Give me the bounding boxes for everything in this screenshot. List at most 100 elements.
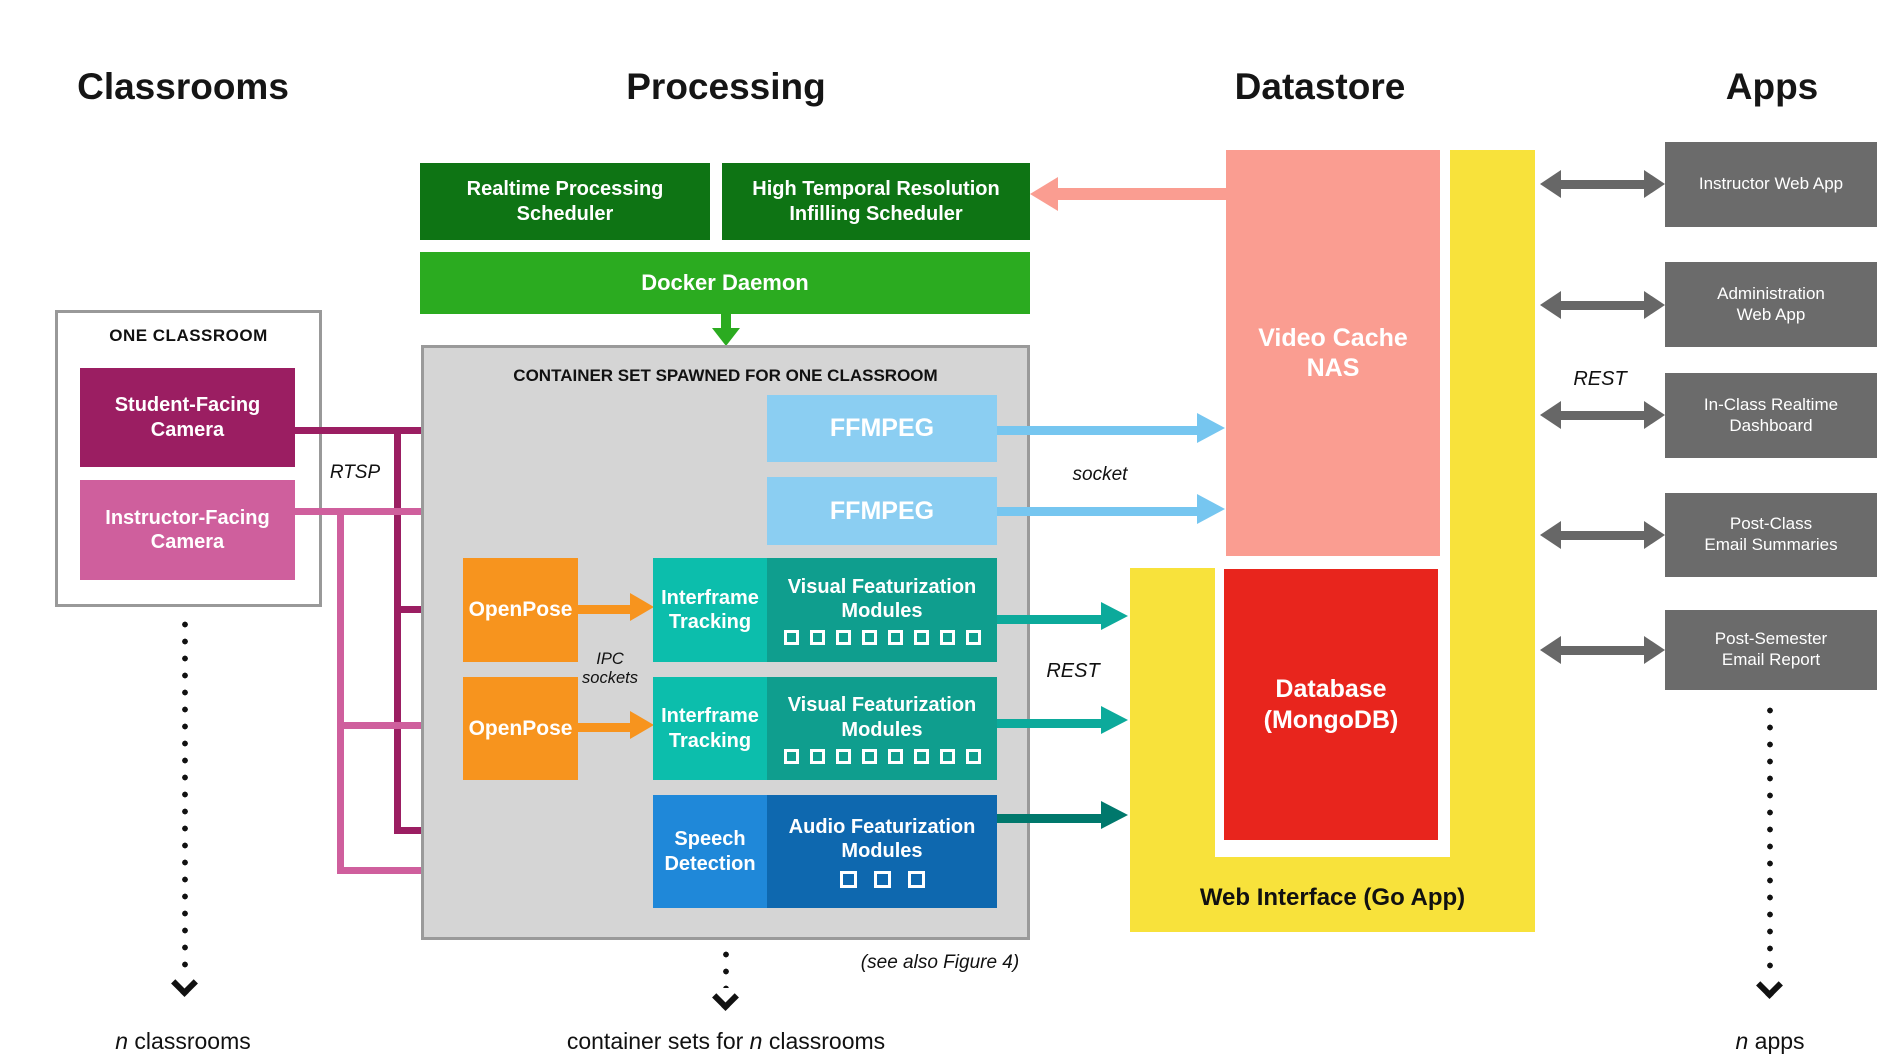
app-link-left-arrowhead-icon xyxy=(1540,401,1561,429)
visual-bottom-rest-arrowhead-icon xyxy=(1101,706,1128,734)
module-slot-icon xyxy=(913,630,929,646)
app-link-line-5 xyxy=(1560,646,1644,655)
app-link-right-arrowhead-icon xyxy=(1644,291,1665,319)
module-slot-icon xyxy=(887,630,903,646)
module-slot-icon xyxy=(861,630,877,646)
interframe-tracking-top-box: Interframe Tracking xyxy=(653,558,767,662)
container-set-caption: CONTAINER SET SPAWNED FOR ONE CLASSROOM xyxy=(513,366,938,385)
nas-to-scheduler-line xyxy=(1056,188,1226,200)
one-classroom-label: ONE CLASSROOM xyxy=(109,326,268,345)
video-cache-nas-box: Video Cache NAS xyxy=(1226,150,1440,556)
ffmpeg-top-socket-arrowhead-icon xyxy=(1197,413,1225,443)
in-class-dashboard-box: In-Class Realtime Dashboard xyxy=(1665,373,1877,458)
container-sets-post: classrooms xyxy=(762,1028,886,1054)
audio-featurization-box: Audio Featurization Modules xyxy=(767,795,997,908)
realtime-scheduler-box: Realtime Processing Scheduler xyxy=(420,163,710,240)
module-slot-icon xyxy=(839,871,857,889)
administration-web-app-box: Administration Web App xyxy=(1665,262,1877,347)
speech-detection-box: Speech Detection xyxy=(653,795,767,908)
module-slot-icon xyxy=(913,748,929,764)
instructor-facing-camera-box: Instructor-Facing Camera xyxy=(80,480,295,580)
instructor-web-app-box: Instructor Web App xyxy=(1665,142,1877,227)
visual-featurization-bottom-label: Visual Featurization Modules xyxy=(787,694,977,741)
container-down-arrow-icon xyxy=(712,984,739,1011)
openpose-top-box: OpenPose xyxy=(463,558,578,662)
classrooms-down-arrow-icon xyxy=(171,970,198,997)
audio-rest-arrowhead-icon xyxy=(1101,801,1128,829)
column-header-processing: Processing xyxy=(626,66,826,107)
ffmpeg-top-socket-line xyxy=(997,426,1197,435)
ffmpeg-bottom-socket-arrowhead-icon xyxy=(1197,494,1225,524)
app-link-line-3 xyxy=(1560,411,1644,420)
column-header-classrooms: Classrooms xyxy=(77,66,289,107)
openpose-bottom-box: OpenPose xyxy=(463,677,578,780)
container-sets-label: container sets for n classrooms xyxy=(476,1028,976,1055)
web-interface-bottom-bar xyxy=(1130,857,1535,932)
visual-top-rest-line xyxy=(997,615,1101,624)
docker-spawn-line xyxy=(721,314,731,330)
classrooms-text: classrooms xyxy=(128,1028,251,1054)
student-facing-camera-box: Student-Facing Camera xyxy=(80,368,295,467)
column-header-apps: Apps xyxy=(1725,66,1819,107)
app-link-line-2 xyxy=(1560,301,1644,310)
post-class-email-box: Post-Class Email Summaries xyxy=(1665,493,1877,577)
container-ellipsis-dotted-line xyxy=(723,946,729,988)
apps-text: apps xyxy=(1748,1028,1805,1054)
openpose-bottom-arrowhead-icon xyxy=(630,711,654,739)
column-header-datastore: Datastore xyxy=(1234,66,1406,107)
interframe-tracking-bottom-box: Interframe Tracking xyxy=(653,677,767,780)
module-slot-icon xyxy=(887,748,903,764)
rtsp-edge-label: RTSP xyxy=(329,462,381,483)
see-also-note: (see also Figure 4) xyxy=(860,952,1020,973)
web-interface-right-arm xyxy=(1450,150,1535,932)
module-slot-icon xyxy=(835,630,851,646)
audio-featurization-label: Audio Featurization Modules xyxy=(788,815,976,862)
docker-daemon-box: Docker Daemon xyxy=(420,252,1030,314)
docker-spawn-arrowhead-icon xyxy=(712,328,740,346)
app-link-left-arrowhead-icon xyxy=(1540,170,1561,198)
post-semester-email-box: Post-Semester Email Report xyxy=(1665,610,1877,690)
n-italic: n xyxy=(115,1028,129,1054)
ffmpeg-top-box: FFMPEG xyxy=(767,395,997,462)
apps-down-arrow-icon xyxy=(1756,972,1783,999)
student-openpose-line xyxy=(394,606,437,613)
module-slot-icon xyxy=(939,630,955,646)
visual-featurization-top-label: Visual Featurization Modules xyxy=(787,575,977,622)
visual-featurization-top-box: Visual Featurization Modules xyxy=(767,558,997,662)
web-interface-label: Web Interface (Go App) xyxy=(1199,884,1466,911)
module-slot-icon xyxy=(835,748,851,764)
n-apps-label: n apps xyxy=(1670,1028,1870,1055)
app-link-line-4 xyxy=(1560,531,1644,540)
rest-datastore-edge-label: REST xyxy=(1046,660,1100,682)
n-italic: n xyxy=(1735,1028,1749,1054)
container-sets-n: n xyxy=(749,1028,763,1054)
app-link-line-1 xyxy=(1560,180,1644,189)
visual-top-rest-arrowhead-icon xyxy=(1101,602,1128,630)
database-mongodb-box: Database (MongoDB) xyxy=(1224,569,1438,840)
classrooms-ellipsis-dotted-line xyxy=(182,616,188,972)
openpose-bottom-out-line xyxy=(578,723,630,732)
visual-bottom-rest-line xyxy=(997,719,1101,728)
app-link-right-arrowhead-icon xyxy=(1644,170,1665,198)
module-slot-icon xyxy=(873,871,891,889)
nas-to-scheduler-arrowhead-icon xyxy=(1030,177,1058,211)
module-slot-icon xyxy=(939,748,955,764)
container-sets-pre: container sets for xyxy=(566,1028,750,1054)
app-link-right-arrowhead-icon xyxy=(1644,521,1665,549)
instructor-openpose-line xyxy=(337,722,437,729)
ffmpeg-bottom-socket-line xyxy=(997,507,1197,516)
visual-featurization-bottom-box: Visual Featurization Modules xyxy=(767,677,997,780)
n-classrooms-label: n classrooms xyxy=(58,1028,308,1055)
app-link-right-arrowhead-icon xyxy=(1644,401,1665,429)
ffmpeg-bottom-box: FFMPEG xyxy=(767,477,997,545)
app-link-left-arrowhead-icon xyxy=(1540,521,1561,549)
ipc-sockets-label: IPC sockets xyxy=(582,650,638,687)
openpose-top-out-line xyxy=(578,605,630,614)
infilling-scheduler-box: High Temporal Resolution Infilling Sched… xyxy=(722,163,1030,240)
visual-module-slots-bottom xyxy=(783,748,981,764)
module-slot-icon xyxy=(965,630,981,646)
audio-rest-line xyxy=(997,814,1101,823)
app-link-left-arrowhead-icon xyxy=(1540,636,1561,664)
module-slot-icon xyxy=(809,748,825,764)
